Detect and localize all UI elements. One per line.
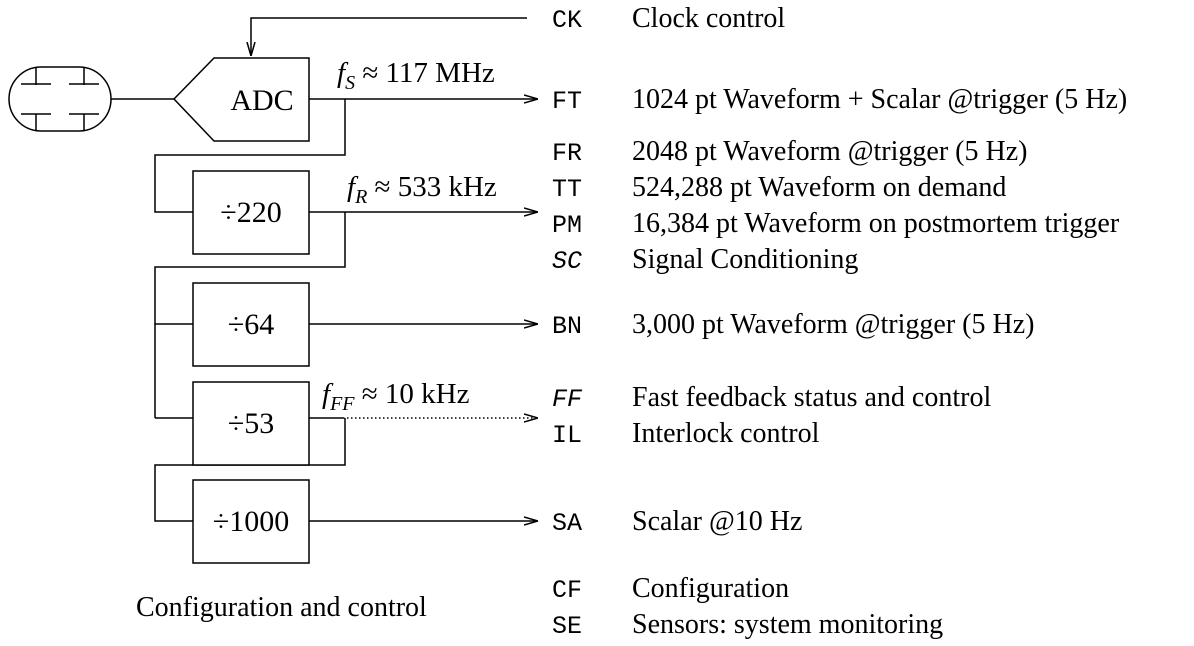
clock-control-wire [251,17,527,56]
fs-label: fS ≈ 117 MHz [337,57,495,94]
div1000-block: ÷1000 [192,479,310,564]
div64-label: ÷64 [228,308,274,341]
div1000-label: ÷1000 [213,505,289,538]
desc-ft: 1024 pt Waveform + Scalar @trigger (5 Hz… [632,84,1127,115]
code-cf: CF [552,576,582,605]
div220-block: ÷220 [192,170,310,255]
div220-label: ÷220 [220,196,281,229]
code-bn: BN [552,312,582,341]
div53-to-div1000-wire [154,418,346,522]
div64-block: ÷64 [192,282,310,367]
desc-ck: Clock control [632,3,785,34]
desc-bn: 3,000 pt Waveform @trigger (5 Hz) [632,309,1034,340]
desc-se: Sensors: system monitoring [632,609,943,640]
code-ft: FT [552,87,582,116]
desc-fr: 2048 pt Waveform @trigger (5 Hz) [632,136,1027,167]
code-tt: TT [552,175,582,204]
code-ck: CK [552,6,582,35]
beam-pickup-icon [8,66,112,132]
desc-sc: Signal Conditioning [632,244,858,275]
output-descriptions: Clock control 1024 pt Waveform + Scalar … [632,3,1127,640]
configuration-and-control-label: Configuration and control [136,592,427,623]
desc-sa: Scalar @10 Hz [632,506,802,537]
desc-il: Interlock control [632,418,820,449]
code-pm: PM [552,211,582,240]
adc-block: ADC [172,57,310,142]
desc-cf: Configuration [632,573,789,604]
code-sc: SC [552,247,582,276]
div53-block: ÷53 [192,381,310,466]
desc-ff: Fast feedback status and control [632,382,991,413]
output-codes: CK FT FR TT PM SC BN FF IL SA CF SE [552,6,583,641]
desc-pm: 16,384 pt Waveform on postmortem trigger [632,208,1120,239]
code-il: IL [552,421,582,450]
div53-label: ÷53 [228,407,274,440]
adc-label: ADC [230,84,293,117]
adc-to-div220-wire [154,99,346,213]
code-se: SE [552,612,582,641]
code-fr: FR [552,139,582,168]
code-sa: SA [552,509,582,538]
desc-tt: 524,288 pt Waveform on demand [632,172,1006,203]
fr-label: fR ≈ 533 kHz [347,171,497,208]
div220-to-div64-wire [154,212,346,325]
fff-label: fFF ≈ 10 kHz [322,378,470,415]
code-ff: FF [552,385,583,414]
